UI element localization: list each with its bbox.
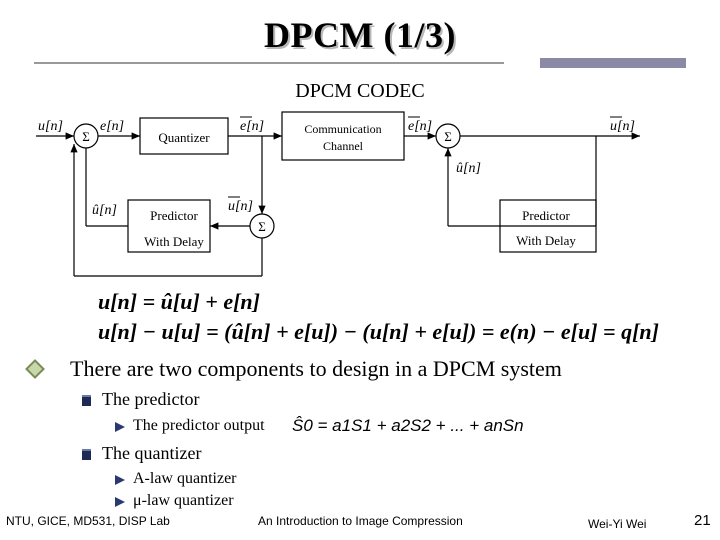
signal-label-ebar-r: e[n]	[408, 119, 432, 134]
channel-box	[281, 111, 405, 161]
dec-predictor-label-1: Predictor	[522, 208, 570, 223]
title-rule	[34, 62, 504, 64]
quantizer-label: Quantizer	[158, 130, 210, 145]
channel-label-1: Communication	[304, 122, 381, 136]
equation-1: u[n] = û[u] + e[n]	[98, 289, 260, 314]
signal-label-e: e[n]	[100, 119, 124, 134]
diagram-title: DPCM CODEC	[295, 80, 425, 102]
quantizer-box	[139, 117, 229, 155]
enc-predictor-label-2: With Delay	[144, 234, 204, 249]
sub-bullet-text: The quantizer	[102, 443, 202, 463]
sub-sub-bullet-a-law: A-law quantizer	[115, 470, 237, 488]
sum-symbol: Σ	[258, 219, 266, 234]
enc-recon-sum-node	[249, 213, 275, 239]
sub-bullet-predictor: The predictor	[82, 389, 200, 410]
dec-sum-node	[435, 123, 461, 149]
equation-2: u[n] − u[u] = (û[n] + e[u]) − (u[n] + e[…	[98, 319, 659, 344]
footer-left: NTU, GICE, MD531, DISP Lab	[6, 514, 170, 528]
sub-sub-bullet-text: A-law quantizer	[133, 470, 237, 487]
sum-symbol: Σ	[444, 129, 452, 144]
square-bullet-icon	[82, 449, 91, 460]
dpcm-block-diagram: Σ Σ Σ Quantizer Communication Channel Pr…	[36, 111, 640, 277]
triangle-bullet-icon	[115, 497, 125, 507]
footer-author: Wei-Yi Wei	[588, 517, 647, 531]
signal-label-uhat-enc: û[n]	[92, 203, 117, 218]
sub-sub-bullet-text: The predictor output	[133, 417, 265, 434]
enc-sum-node	[73, 123, 99, 149]
signal-label-ubar-out: u[n]	[610, 119, 635, 134]
signal-label-uhat-dec: û[n]	[456, 161, 481, 176]
sub-bullet-text: The predictor	[102, 389, 200, 409]
sub-bullet-quantizer: The quantizer	[82, 443, 202, 464]
main-bullet-text: There are two components to design in a …	[70, 356, 562, 381]
triangle-bullet-icon	[115, 422, 125, 432]
page-number: 21	[694, 512, 711, 529]
dec-predictor-label-2: With Delay	[516, 233, 576, 248]
predictor-formula: Ŝ0 = a1S1 + a2S2 + ... + anSn	[292, 416, 524, 435]
signal-label-ebar-q: e[n]	[240, 119, 264, 134]
square-bullet-icon	[82, 395, 91, 406]
signal-label-u: u[n]	[38, 119, 63, 134]
sub-sub-bullet-output: The predictor output	[115, 417, 265, 435]
title-rule-accent	[540, 58, 686, 68]
signal-label-ubar-enc: u[n]	[228, 199, 253, 214]
diamond-bullet-icon	[25, 359, 45, 379]
enc-predictor-label-1: Predictor	[150, 208, 198, 223]
enc-predictor-box	[127, 199, 211, 253]
slide-title: DPCM (1/3)	[264, 15, 456, 55]
sub-sub-bullet-mu-law: μ-law quantizer	[115, 492, 234, 510]
channel-label-2: Channel	[323, 139, 364, 153]
triangle-bullet-icon	[115, 475, 125, 485]
footer-center: An Introduction to Image Compression	[258, 514, 463, 528]
sub-sub-bullet-text: μ-law quantizer	[133, 492, 234, 509]
dec-predictor-box	[499, 199, 597, 253]
main-bullet: There are two components to design in a …	[25, 356, 562, 382]
sum-symbol: Σ	[82, 129, 90, 144]
